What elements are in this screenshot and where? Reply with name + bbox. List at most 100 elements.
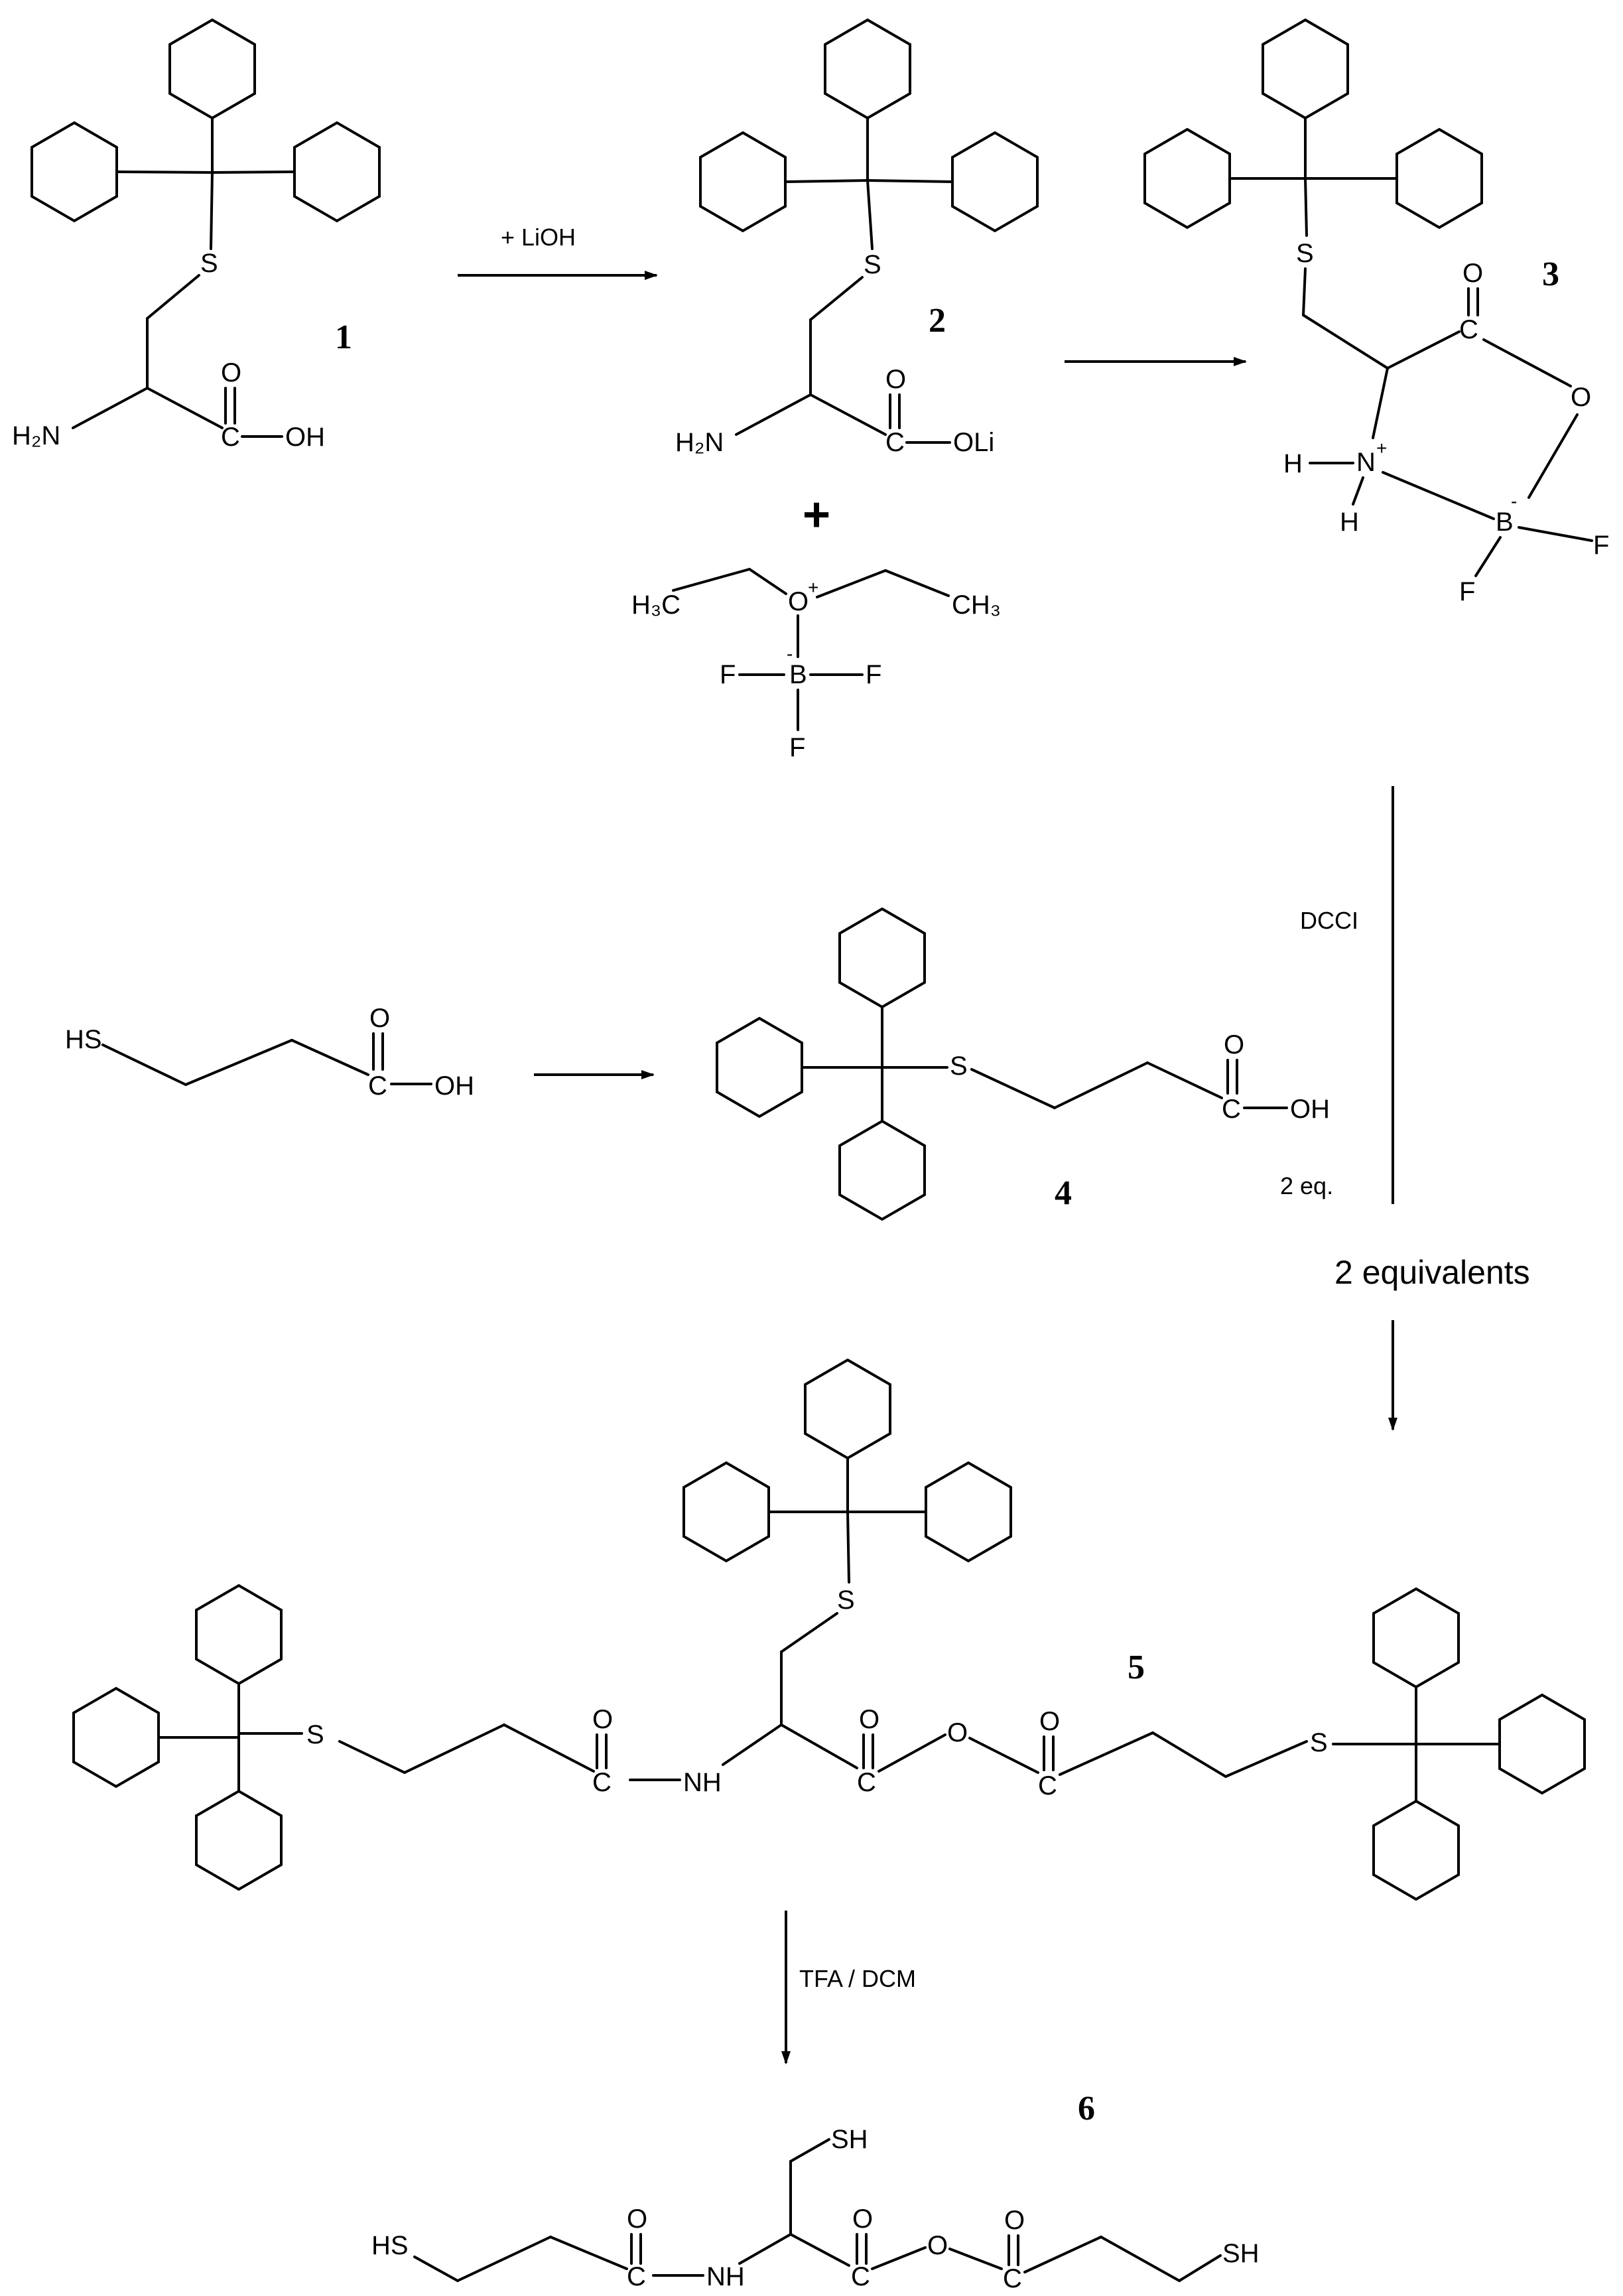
benzene-ring — [1262, 18, 1349, 120]
atom-label: HS — [371, 2231, 409, 2260]
atom-label: O — [859, 1705, 879, 1734]
atom-label: C — [627, 2262, 646, 2291]
atom-label: C — [1038, 1771, 1057, 1800]
boron-trifluoride-etherate: H₃C O + CH₃ B - F F F — [631, 568, 1001, 762]
atom-label: S — [200, 249, 218, 278]
atom-label: O — [627, 2204, 647, 2234]
benzene-ring — [804, 1358, 891, 1460]
atom-label: CH₃ — [952, 590, 1001, 620]
atom-label: C — [857, 1768, 876, 1797]
atom-label: O — [1224, 1030, 1244, 1059]
compound-3-structure: S C O O N + H H B - F F — [1143, 18, 1609, 606]
compound-number-5: 5 — [1128, 1649, 1145, 1686]
reaction-arrow-vertical: DCCI 2 eq. 2 equivalents — [1280, 786, 1530, 1431]
atom-label: S — [837, 1586, 855, 1615]
benzene-ring — [838, 1119, 926, 1221]
atom-label: O — [885, 365, 906, 394]
atom-label: O — [369, 1004, 390, 1033]
benzene-ring — [951, 131, 1039, 233]
atom-label: N — [1356, 448, 1376, 477]
atom-label: H₂N — [12, 421, 60, 450]
atom-label: F — [1593, 531, 1609, 560]
atom-label: OH — [1290, 1095, 1330, 1124]
atom-label: O — [1004, 2206, 1025, 2235]
atom-label: O — [592, 1705, 613, 1734]
charge-label: + — [1376, 438, 1387, 458]
atom-label: SH — [1222, 2239, 1260, 2268]
atom-label: OH — [285, 423, 325, 452]
atom-label: C — [885, 428, 905, 457]
benzene-ring — [824, 18, 911, 120]
plus-sign: + — [803, 488, 830, 541]
atom-label: SH — [831, 2125, 868, 2154]
compound-1-structure: S H₂N C O OH — [12, 18, 381, 452]
benzene-ring — [1143, 127, 1231, 230]
atom-label: O — [947, 1718, 968, 1747]
benzene-ring — [838, 907, 926, 1009]
benzene-ring — [925, 1461, 1012, 1563]
benzene-ring — [682, 1461, 770, 1563]
benzene-ring — [168, 18, 256, 120]
atom-label: S — [950, 1051, 968, 1081]
benzene-ring — [1372, 1799, 1460, 1901]
trityl-group — [31, 18, 381, 250]
atom-label: S — [1296, 239, 1314, 268]
atom-label: HS — [65, 1025, 102, 1054]
atom-label: O — [1039, 1707, 1060, 1736]
atom-label: C — [368, 1071, 387, 1101]
atom-label: O — [1571, 383, 1591, 412]
compound-2-structure: S H₂N C O OLi — [675, 18, 1039, 457]
atom-label: OLi — [953, 428, 994, 457]
atom-label: F — [1459, 577, 1475, 606]
atom-label: O — [927, 2231, 948, 2260]
benzene-ring — [195, 1584, 283, 1686]
compound-5-structure: S NH C O S C O O C O — [72, 1358, 1586, 1901]
compound-number-4: 4 — [1055, 1174, 1072, 1212]
compound-number-3: 3 — [1542, 255, 1559, 293]
atom-label: H₃C — [631, 590, 681, 620]
reagent-label: + LiOH — [501, 224, 576, 251]
benzene-ring — [1396, 127, 1483, 230]
atom-label: C — [592, 1768, 612, 1797]
atom-label: O — [852, 2204, 873, 2234]
benzene-ring — [31, 121, 118, 223]
benzene-ring — [1372, 1587, 1460, 1689]
reaction-arrow-vertical: TFA / DCM — [781, 1911, 916, 2064]
benzene-ring — [1498, 1693, 1586, 1795]
reagent-label: 2 eq. — [1280, 1172, 1333, 1199]
compound-number-6: 6 — [1078, 2090, 1095, 2127]
atom-label: H — [1283, 449, 1303, 478]
atom-label: C — [1222, 1095, 1241, 1124]
atom-label: S — [1310, 1728, 1328, 1757]
atom-label: NH — [683, 1768, 722, 1797]
charge-label: - — [1511, 491, 1517, 511]
charge-label: - — [787, 643, 793, 664]
atom-label: F — [789, 733, 805, 762]
compound-4-structure: S C O OH — [716, 907, 1330, 1221]
atom-label: O — [221, 358, 241, 387]
atom-label: C — [221, 423, 240, 452]
atom-label: F — [720, 660, 736, 689]
reagent-label: DCCI — [1300, 907, 1358, 934]
atom-label: O — [788, 587, 809, 616]
atom-label: B — [1496, 507, 1514, 537]
atom-label: H — [1340, 507, 1359, 537]
reaction-arrow: + LiOH — [458, 224, 658, 280]
atom-label: H₂N — [675, 428, 724, 457]
atom-label: S — [864, 250, 881, 279]
reagent-label: TFA / DCM — [799, 1965, 916, 1992]
atom-label: OH — [434, 1071, 474, 1101]
benzene-ring — [699, 131, 787, 233]
benzene-ring — [72, 1686, 160, 1789]
atom-label: F — [866, 660, 881, 689]
atom-label: C — [1459, 315, 1478, 344]
atom-label: B — [789, 660, 807, 689]
charge-label: + — [808, 577, 818, 598]
atom-label: S — [306, 1720, 324, 1749]
atom-label: O — [1462, 259, 1483, 288]
benzene-ring — [293, 121, 381, 223]
benzene-ring — [195, 1789, 283, 1891]
benzene-ring — [716, 1016, 803, 1118]
compound-number-2: 2 — [929, 302, 946, 340]
